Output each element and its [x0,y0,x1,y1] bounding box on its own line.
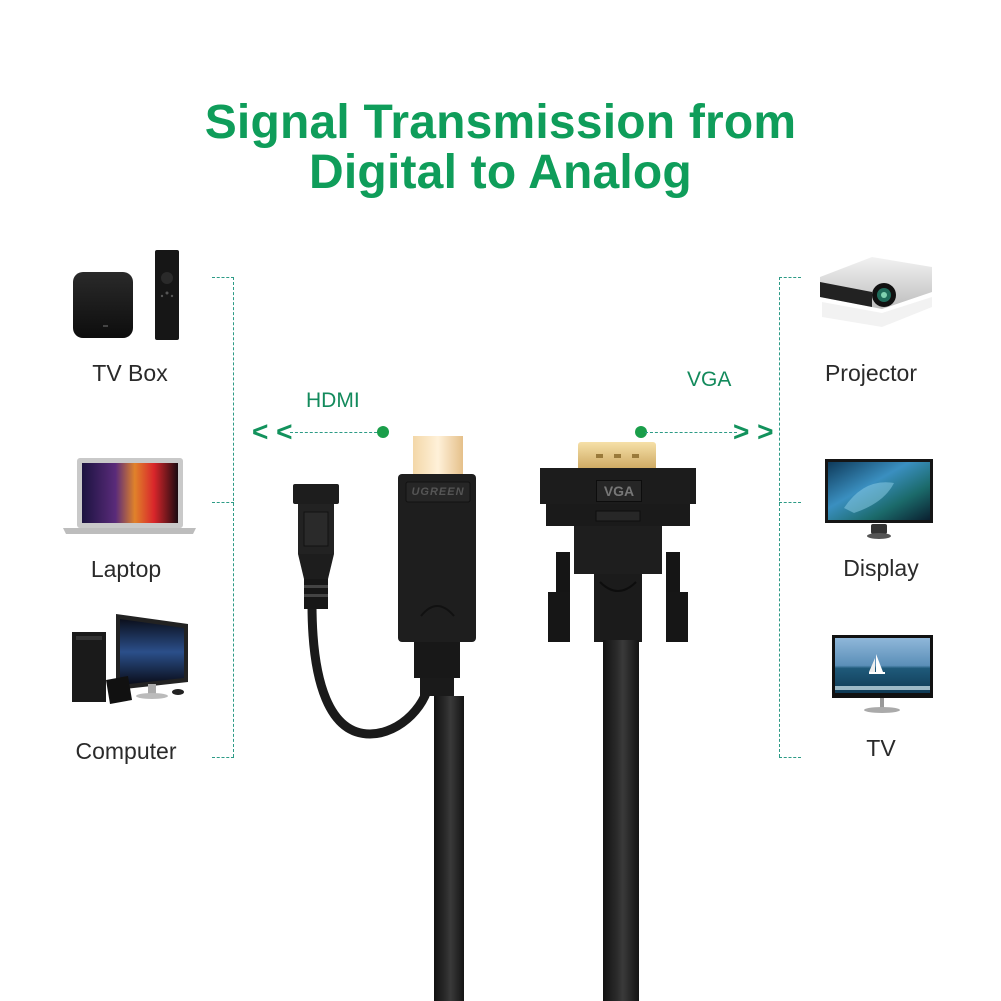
bracket-right-mid [779,502,801,503]
bracket-left-top [212,277,234,278]
headline-line-2: Digital to Analog [309,146,692,199]
device-label-tv: TV [866,735,896,761]
bracket-left-bottom [212,757,234,758]
right-chevrons-icon: > > [733,416,774,447]
hdmi-cable [434,696,464,1001]
left-chevrons-icon: < < [252,416,293,447]
desktop-computer-icon [68,610,193,710]
device-label-computer: Computer [75,738,177,764]
device-label-laptop: Laptop [90,556,162,582]
device-label-tv-box: TV Box [92,360,168,386]
hdmi-port-label: HDMI [306,389,360,412]
vga-cable [603,640,639,1001]
projector-icon [812,247,937,342]
bracket-right-bottom [779,757,801,758]
vga-connector: VGA [538,442,698,652]
micro-usb-power-pigtail [290,484,450,744]
headline-line-1: Signal Transmission from [204,96,797,149]
device-label-display: Display [843,555,919,581]
hdmi-brand-logo: UGREEN [411,486,465,498]
laptop-icon [57,456,202,538]
bracket-right-top [779,277,801,278]
vga-arrow-dot [635,426,647,438]
vga-connector-marking: VGA [596,480,642,502]
vga-arrow-line [645,432,737,433]
tv-icon [831,634,934,716]
bracket-left-mid [212,502,234,503]
device-label-projector: Projector [824,360,918,386]
bracket-right-vertical [779,277,780,757]
vga-port-label: VGA [687,368,732,391]
monitor-icon [824,458,934,540]
tv-box-icon [70,248,185,343]
hdmi-connector: UGREEN [396,436,478,696]
hdmi-arrow-line [290,432,382,433]
hdmi-arrow-dot [377,426,389,438]
bracket-left-vertical [233,277,234,757]
